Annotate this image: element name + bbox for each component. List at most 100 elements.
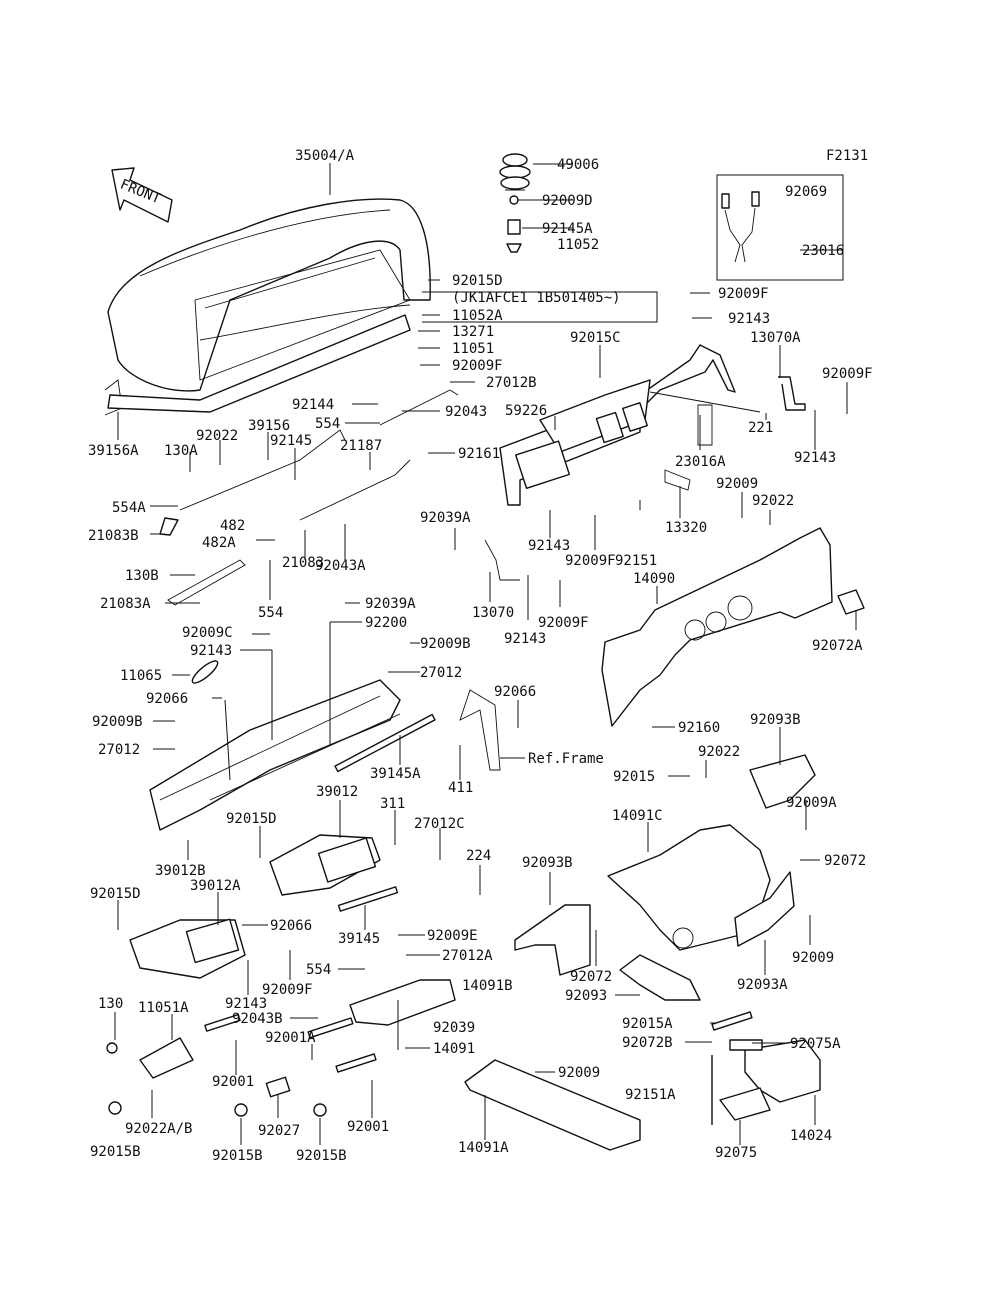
part-label: 554A [112, 500, 146, 516]
part-label: 92009F [538, 615, 589, 631]
part-label: 92015B [296, 1148, 347, 1164]
part-label: 27012 [420, 665, 462, 681]
part-label: 92143 [504, 631, 546, 647]
part-label: 92009C [182, 625, 233, 641]
part-label: 92009F [452, 358, 503, 374]
part-label: 92143 [225, 996, 267, 1012]
part-label: 92009 [716, 476, 758, 492]
part-label: 92072 [824, 853, 866, 869]
figure-code: F2131 [826, 148, 868, 164]
rear-panel-drawing [499, 344, 736, 506]
part-label: 39012A [190, 878, 241, 894]
part-label: 92001 [347, 1119, 389, 1135]
part-label: 27012C [414, 816, 465, 832]
part-label: 35004/A [295, 148, 355, 164]
callout-boxes [422, 174, 844, 323]
part-label: 92200 [365, 615, 407, 631]
part-label: 39156 [248, 418, 290, 434]
part-label: 92015 [613, 769, 655, 785]
part-label: 92039A [365, 596, 416, 612]
part-label: 11051 [452, 341, 494, 357]
part-label: 59226 [505, 403, 547, 419]
rods-drawing [159, 389, 713, 771]
part-label: 92069 [785, 184, 827, 200]
part-label: 92066 [494, 684, 536, 700]
part-label: 92143 [528, 538, 570, 554]
part-label: 14091A [458, 1140, 509, 1156]
seat-pan-drawing [149, 660, 436, 831]
part-label: 92161 [458, 446, 500, 462]
part-label: 92015B [212, 1148, 263, 1164]
part-label: 92093B [522, 855, 573, 871]
part-label: 482 [220, 518, 245, 534]
part-label: 92043 [445, 404, 487, 420]
part-label: 11065 [120, 668, 162, 684]
part-label: 92151A [625, 1087, 676, 1103]
part-label: 13271 [452, 324, 494, 340]
part-label: 92015D [452, 273, 503, 289]
part-label: 92009F [565, 553, 616, 569]
part-label: 11052 [557, 237, 599, 253]
wiring-harness-drawing [721, 191, 760, 263]
main-panel-drawing [601, 527, 865, 727]
part-label: 21187 [340, 438, 382, 454]
part-label: Ref.Frame [528, 751, 604, 767]
part-label: 92015D [90, 886, 141, 902]
part-label: 13070A [750, 330, 801, 346]
part-label: 92072B [622, 1035, 673, 1051]
part-label: 92145 [270, 433, 312, 449]
part-label: 130A [164, 443, 198, 459]
part-label: 92022A/B [125, 1121, 192, 1137]
part-label: 92009B [92, 714, 143, 730]
part-label: 23016 [802, 243, 844, 259]
part-label: 92009E [427, 928, 478, 944]
part-label: 21083B [88, 528, 139, 544]
frame-14091c-drawing [607, 824, 795, 951]
part-label: 411 [448, 780, 473, 796]
part-label: 92143 [794, 450, 836, 466]
front-arrow-icon: FRONT [111, 167, 173, 223]
part-label: 92009D [542, 193, 593, 209]
part-label: 92022 [752, 493, 794, 509]
part-label: 92043A [315, 558, 366, 574]
part-labels: F2131 35004/A 49006 92009D 92145A 11052 … [88, 148, 873, 1164]
part-label: 14090 [633, 571, 675, 587]
part-label: 39145A [370, 766, 421, 782]
part-label: 554 [306, 962, 331, 978]
part-label: 92009F [822, 366, 873, 382]
part-label: 13070 [472, 605, 514, 621]
part-label: 92145A [542, 221, 593, 237]
leader-lines [114, 163, 857, 1145]
part-label: 92075A [790, 1036, 841, 1052]
part-label: 130 [98, 996, 123, 1012]
part-label: 39012B [155, 863, 206, 879]
part-label: 92160 [678, 720, 720, 736]
part-label: 311 [380, 796, 405, 812]
part-label: 92143 [728, 311, 770, 327]
part-label: 14091 [433, 1041, 475, 1057]
part-label: 11051A [138, 1000, 189, 1016]
part-label: 92009F [262, 982, 313, 998]
part-label: 92043B [232, 1011, 283, 1027]
part-label: 23016A [675, 454, 726, 470]
part-label: 39012 [316, 784, 358, 800]
seat-cover-drawing [104, 198, 431, 416]
part-label: 92015B [90, 1144, 141, 1160]
part-label: 224 [466, 848, 491, 864]
part-label: 92093A [737, 977, 788, 993]
bolts-drawing [106, 1013, 377, 1117]
part-label: 11052A [452, 308, 503, 324]
part-label: 13320 [665, 520, 707, 536]
part-label: 92093 [565, 988, 607, 1004]
part-label: 92039A [420, 510, 471, 526]
parts-artwork: FRONT [104, 153, 865, 1151]
part-label: 39145 [338, 931, 380, 947]
part-label: 92075 [715, 1145, 757, 1161]
floor-plate-drawing [349, 979, 641, 1151]
plate-92093b-drawing [514, 754, 816, 1001]
part-label: 92015A [622, 1016, 673, 1032]
part-label: 92022 [196, 428, 238, 444]
part-label: 27012B [486, 375, 537, 391]
part-label: 92009F [718, 286, 769, 302]
